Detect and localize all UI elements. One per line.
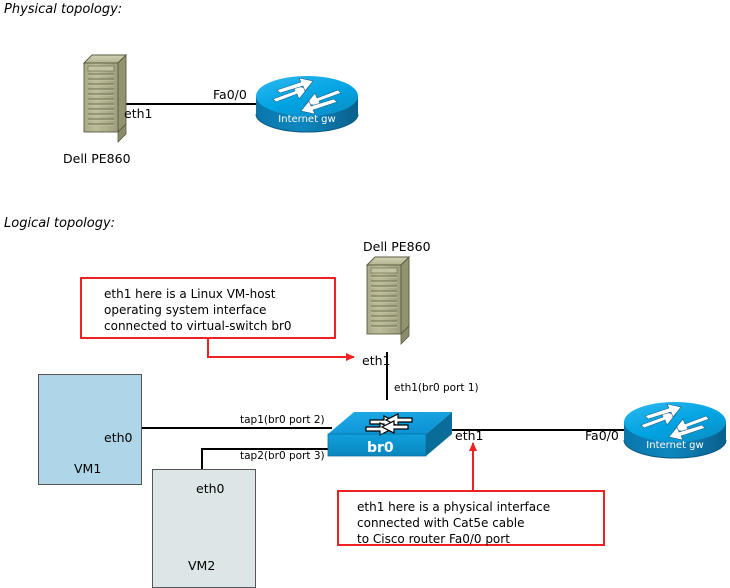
br0-switch-name: br0: [367, 440, 394, 456]
physical-topology-group: [83, 54, 359, 143]
logical-router-interface-label: Fa0/0: [585, 428, 619, 443]
logical-router-name: Internet gw: [646, 440, 704, 451]
vm2-container: [152, 469, 256, 588]
callout-host-line1: eth1 here is a Linux VM-host: [104, 287, 276, 301]
logical-topology-title: Logical topology:: [4, 216, 116, 231]
physical-router-interface-label: Fa0/0: [213, 87, 247, 102]
physical-router-name: Internet gw: [278, 114, 336, 125]
vm2-interface-label: eth0: [196, 481, 225, 496]
vm1-name: VM1: [74, 461, 102, 476]
br0-tap2-port-label: tap2(br0 port 3): [240, 450, 325, 462]
logical-host-interface-label: eth1: [362, 353, 391, 368]
br0-tap1-port-label: tap1(br0 port 2): [240, 414, 325, 426]
vm2-name: VM2: [188, 558, 216, 573]
callout-host-interface: eth1 here is a Linux VM-host operating s…: [80, 277, 336, 339]
logical-host-icon: [366, 256, 410, 345]
br0-uplink-port-label: eth1(br0 port 1): [394, 382, 479, 394]
physical-server-icon: [83, 54, 127, 143]
vm1-interface-label: eth0: [104, 430, 133, 445]
br0-wan-interface-label: eth1: [455, 428, 484, 443]
callout-physical-line1: eth1 here is a physical interface: [357, 500, 551, 514]
callout-host-arrow: [207, 339, 355, 361]
logical-host-name: Dell PE860: [363, 239, 431, 254]
vm1-container: [38, 374, 142, 485]
physical-server-name: Dell PE860: [63, 151, 131, 166]
physical-topology-title: Physical topology:: [4, 2, 123, 17]
callout-physical-line2: connected with Cat5e cable: [357, 516, 525, 530]
callout-physical-interface: eth1 here is a physical interface connec…: [337, 490, 605, 546]
callout-host-line3: connected to virtual-switch br0: [104, 319, 292, 333]
callout-host-line2: operating system interface: [104, 303, 267, 317]
callout-physical-line3: to Cisco router Fa0/0 port: [357, 532, 510, 546]
physical-server-interface-label: eth1: [124, 106, 153, 121]
